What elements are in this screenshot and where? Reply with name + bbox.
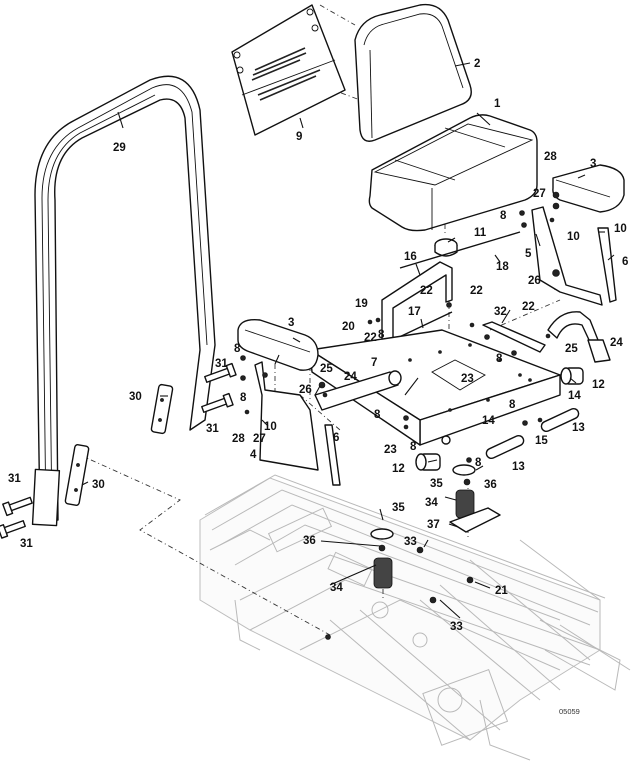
callout-8-h: 8 <box>509 399 516 411</box>
callout-17: 17 <box>408 306 421 318</box>
spring-mounts <box>370 464 501 589</box>
callout-34-a: 34 <box>425 497 438 509</box>
callout-29: 29 <box>113 142 126 154</box>
callout-4: 4 <box>250 449 257 461</box>
fasteners <box>240 191 560 640</box>
callout-20: 20 <box>342 321 355 333</box>
callout-14-a: 14 <box>482 415 495 427</box>
callout-33-a: 33 <box>404 536 417 548</box>
callout-35-b: 35 <box>392 502 405 514</box>
roll-bar-bolts <box>0 362 237 539</box>
callout-25-a: 25 <box>320 363 333 375</box>
callout-8-a: 8 <box>500 210 507 222</box>
roll-bar-plates <box>64 383 174 506</box>
callout-12-a: 12 <box>392 463 405 475</box>
callout-8-d: 8 <box>378 329 385 341</box>
callout-37: 37 <box>427 519 440 531</box>
callout-22-c: 22 <box>522 301 535 313</box>
armrest-right <box>531 164 625 306</box>
armrest-left <box>237 319 341 486</box>
callout-8-g: 8 <box>410 441 417 453</box>
callout-13-a: 13 <box>512 461 525 473</box>
callout-18: 18 <box>496 261 509 273</box>
bumpers-and-pins <box>415 367 584 471</box>
callout-12-b: 12 <box>592 379 605 391</box>
callout-8-e: 8 <box>496 353 503 365</box>
seat-cushion <box>368 114 538 232</box>
callout-8-b: 8 <box>234 343 241 355</box>
leader-lines <box>81 62 615 619</box>
callout-30-a: 30 <box>129 391 142 403</box>
callout-25-b: 25 <box>565 343 578 355</box>
tractor-frame <box>199 474 631 761</box>
callout-10-b: 10 <box>567 231 580 243</box>
seat-switch <box>434 238 458 257</box>
callout-27-a: 27 <box>253 433 266 445</box>
callout-22-d: 22 <box>364 332 377 344</box>
callout-2: 2 <box>474 58 480 70</box>
callout-34-b: 34 <box>330 582 343 594</box>
seat-back <box>354 3 472 142</box>
callout-3-left: 3 <box>288 317 294 329</box>
callout-23-a: 23 <box>461 373 474 385</box>
callout-31-d: 31 <box>20 538 33 550</box>
callout-11: 11 <box>474 227 487 239</box>
callout-5: 5 <box>525 248 532 260</box>
callout-33-b: 33 <box>450 621 463 633</box>
callout-28-a: 28 <box>232 433 245 445</box>
callout-36-b: 36 <box>303 535 316 547</box>
callout-30-b: 30 <box>92 479 105 491</box>
callout-8-i: 8 <box>475 457 482 469</box>
callout-26-b: 26 <box>528 275 541 287</box>
callout-15: 15 <box>535 435 548 447</box>
rod <box>399 231 521 269</box>
callout-31-a: 31 <box>215 358 228 370</box>
callout-27-b: 27 <box>533 188 546 200</box>
callout-26-a: 26 <box>299 384 312 396</box>
callout-22-a: 22 <box>420 285 433 297</box>
callout-8-c: 8 <box>240 392 247 404</box>
decal-plate <box>231 4 346 136</box>
callout-9: 9 <box>296 131 302 143</box>
callout-21: 21 <box>495 585 508 597</box>
callout-23-b: 23 <box>384 444 397 456</box>
seat-belt <box>314 311 611 411</box>
callout-19: 19 <box>355 298 368 310</box>
seat-pan <box>309 329 561 446</box>
callout-28-b: 28 <box>544 151 557 163</box>
callout-31-c: 31 <box>8 473 21 485</box>
figure-number: 05059 <box>559 707 580 716</box>
callout-10-a: 10 <box>264 421 277 433</box>
callout-36-a: 36 <box>484 479 497 491</box>
callout-1: 1 <box>494 98 501 110</box>
callout-24-b: 24 <box>610 337 623 349</box>
callout-24-a: 24 <box>344 371 357 383</box>
callout-32: 32 <box>494 306 507 318</box>
callout-labels: 1 2 3 3 4 5 6 6 7 8 8 8 8 8 8 8 8 8 9 10… <box>8 58 628 716</box>
callout-14-b: 14 <box>568 390 581 402</box>
callout-22-b: 22 <box>470 285 483 297</box>
callout-3-right: 3 <box>590 158 596 170</box>
support-bar <box>482 321 546 353</box>
callout-35-a: 35 <box>430 478 443 490</box>
callout-16: 16 <box>404 251 417 263</box>
callout-6-left: 6 <box>333 432 339 444</box>
callout-6-right: 6 <box>622 256 628 268</box>
callout-31-b: 31 <box>206 423 219 435</box>
callout-7: 7 <box>371 357 377 369</box>
callout-13-b: 13 <box>572 422 585 434</box>
roll-bar <box>31 75 216 527</box>
callout-8-f: 8 <box>374 409 381 421</box>
callout-10-c: 10 <box>614 223 627 235</box>
